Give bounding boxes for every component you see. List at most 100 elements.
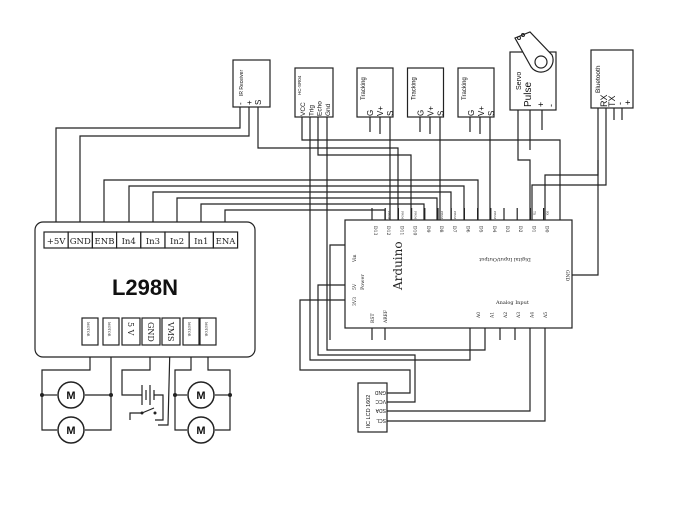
pin-gnd: GND (564, 270, 570, 282)
tracking-title: Tracking (361, 77, 367, 100)
hc-sr04-pin-gnd: Gnd (325, 103, 332, 116)
terminal-in3: In3 (146, 237, 160, 247)
pin-d7: D7 (451, 226, 457, 233)
terminal-box (141, 317, 161, 346)
ir-receiver: IR Receiver - + S (232, 59, 271, 108)
pin-d13: D13 (372, 226, 378, 235)
pin-a2: A2 (503, 312, 509, 319)
pin-d10: D10 (412, 226, 418, 235)
tracking-pin: G (417, 110, 426, 116)
tracking-title: Tracking (462, 77, 468, 100)
terminal-box (199, 317, 217, 346)
tracking-pin: S (437, 111, 446, 116)
lcd-pin-sda: SDA (375, 407, 386, 413)
bluetooth-title: Bluetooth (595, 65, 602, 93)
bt-pin-tx: TX (607, 95, 617, 107)
bottom-terminal: MOTOR (107, 322, 111, 337)
lcd-module: IIC LCD 1602 GND VCC SDA SCL (357, 382, 388, 433)
servo-pin-minus: - (546, 104, 556, 107)
lcd-title: IIC LCD 1602 (366, 395, 372, 428)
pin-a4: A4 (530, 312, 536, 319)
bt-pin-minus: - (615, 102, 625, 105)
tracking-pin: V+ (427, 106, 436, 116)
wires (40, 107, 623, 431)
pin-a1: A1 (489, 312, 495, 319)
lcd-pin-vcc: VCC (375, 398, 386, 404)
motor-label: M (66, 390, 75, 402)
servo: Servo Pulse + - (509, 31, 557, 111)
rx-mark: RX (546, 211, 550, 216)
lcd-pin-scl: SCL (376, 417, 386, 423)
pin-d11: D11 (398, 226, 404, 235)
pwm-mark: PWM (400, 211, 404, 219)
tracking-pin: G (366, 110, 375, 116)
terminal-5v: +5V (47, 237, 67, 247)
pin-d0: D0 (544, 226, 550, 233)
hc-sr04-pin-vcc: VCC (300, 102, 307, 116)
analog-label: Analog Input (495, 300, 529, 306)
hc-sr04-title: HC-SR04 (297, 75, 302, 95)
motor-label: M (196, 425, 205, 437)
motor-label: M (66, 425, 75, 437)
bottom-terminal: MOTOR (187, 322, 191, 337)
pin-a0: A0 (476, 312, 482, 319)
pwm-mark: PWM (387, 211, 391, 219)
pin-d1: D1 (530, 226, 536, 233)
pin-rst: RST (370, 314, 376, 323)
arduino-title: Arduino (391, 241, 405, 291)
pin-a3: A3 (516, 312, 522, 319)
bottom-terminal: 5 V (126, 322, 135, 336)
servo-pin-plus: + (536, 102, 546, 107)
pin-d6: D6 (464, 226, 470, 233)
terminal-box (81, 317, 99, 346)
terminal-box (121, 317, 141, 346)
pin-d5: D5 (478, 226, 484, 233)
motor-icon: M (57, 416, 85, 444)
tracking-pin: G (467, 110, 476, 116)
terminal-in2: In2 (170, 237, 184, 247)
tracking-pin: V+ (477, 106, 486, 116)
terminal-enb: ENB (95, 237, 115, 247)
pin-d12: D12 (385, 226, 391, 235)
bottom-terminal: VMS (166, 321, 175, 341)
ir-pin-s: S (254, 100, 263, 105)
motor-icon: M (57, 381, 85, 409)
motor-label: M (196, 390, 205, 402)
bluetooth-module: Bluetooth RX TX - + (590, 49, 634, 109)
tracking-pin: V+ (376, 106, 385, 116)
ir-pin-plus: + (245, 100, 254, 105)
terminal-box (212, 231, 239, 249)
tracking-pin: S (386, 111, 395, 116)
pwm-mark: PWM (453, 211, 457, 219)
pin-d2: D2 (517, 226, 523, 233)
pwm-mark: PWM (440, 211, 444, 219)
l298n-title: L298N (112, 275, 178, 300)
pwm-mark: PWM (493, 211, 497, 219)
digital-label: Digital Input/Output (479, 256, 531, 262)
bottom-terminal: GND (146, 322, 155, 342)
power-label: Power (360, 274, 366, 290)
bottom-terminal: MOTOR (204, 322, 208, 337)
terminal-box (161, 317, 181, 346)
pin-d8: D8 (438, 226, 444, 233)
motor-icon: M (187, 416, 215, 444)
bottom-terminal: MOTOR (86, 322, 90, 337)
pin-5v: 5V (352, 283, 358, 290)
bt-pin-plus: + (623, 100, 633, 105)
terminal-box (102, 317, 120, 346)
servo-pin-pulse: Pulse (523, 82, 534, 107)
tracking-pin: S (487, 111, 496, 116)
pwm-mark: PWM (414, 211, 418, 219)
hc-sr04-pin-trig: Trig (308, 105, 315, 116)
pin-a5: A5 (543, 312, 549, 319)
terminal-in4: In4 (122, 237, 136, 247)
pin-d9: D9 (425, 226, 431, 233)
ir-pin-minus: - (236, 102, 245, 105)
terminal-in1: In1 (194, 237, 208, 247)
